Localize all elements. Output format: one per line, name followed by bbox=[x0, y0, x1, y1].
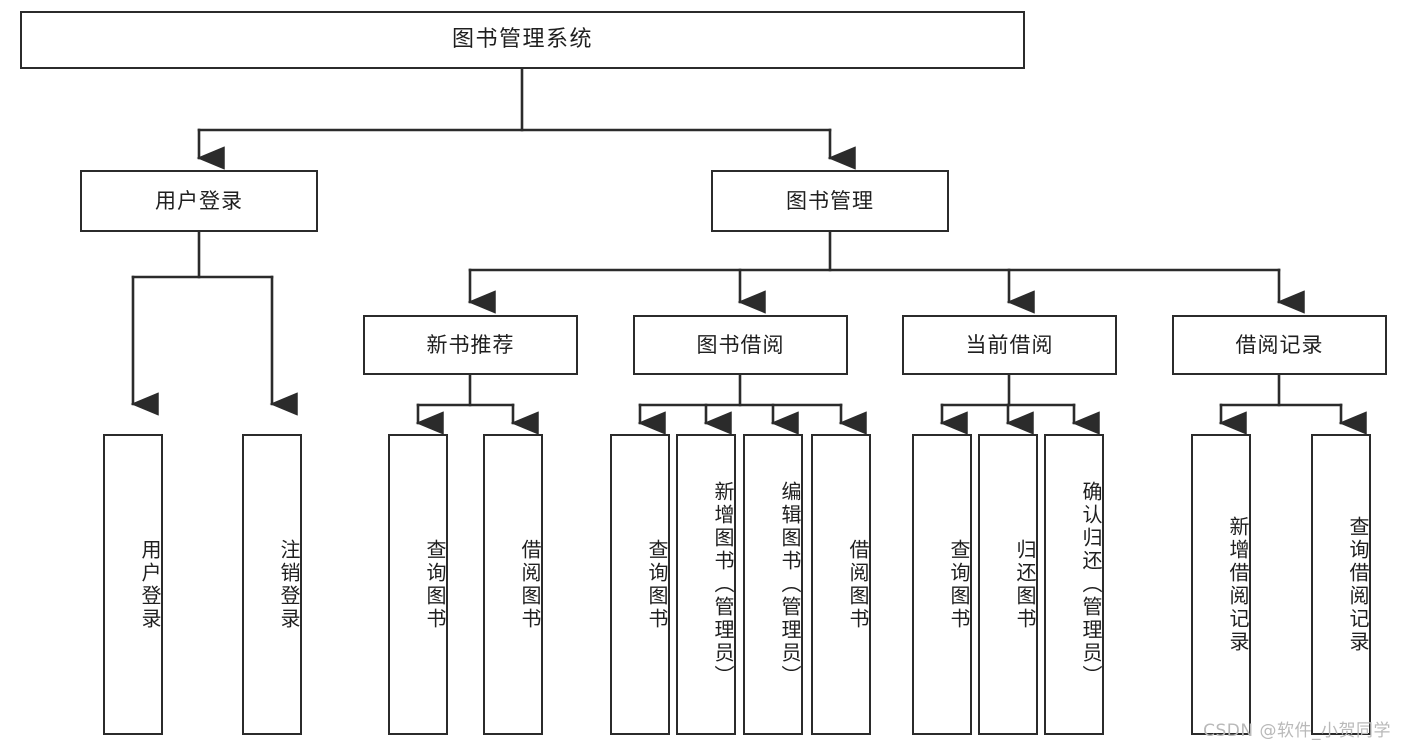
leaf-query-borrow-record[interactable]: 查询借阅记录 bbox=[1311, 434, 1371, 735]
leaf-borrow-book[interactable]: 借阅图书 bbox=[811, 434, 871, 735]
leaf-query-book-recommend[interactable]: 查询图书 bbox=[388, 434, 448, 735]
leaf-query-book-borrow[interactable]: 查询图书 bbox=[610, 434, 670, 735]
leaf-query-book-current[interactable]: 查询图书 bbox=[912, 434, 972, 735]
leaf-return-book[interactable]: 归还图书 bbox=[978, 434, 1038, 735]
leaf-user-login[interactable]: 用户登录 bbox=[103, 434, 163, 735]
node-user-login[interactable]: 用户登录 bbox=[80, 170, 318, 232]
node-new-book-recommend[interactable]: 新书推荐 bbox=[363, 315, 578, 375]
leaf-add-borrow-record[interactable]: 新增借阅记录 bbox=[1191, 434, 1251, 735]
leaf-add-book-admin[interactable]: 新增图书（管理员） bbox=[676, 434, 736, 735]
node-root-book-management-system[interactable]: 图书管理系统 bbox=[20, 11, 1025, 69]
leaf-borrow-book-recommend[interactable]: 借阅图书 bbox=[483, 434, 543, 735]
leaf-edit-book-admin[interactable]: 编辑图书（管理员） bbox=[743, 434, 803, 735]
node-book-borrow[interactable]: 图书借阅 bbox=[633, 315, 848, 375]
leaf-logout-login[interactable]: 注销登录 bbox=[242, 434, 302, 735]
node-borrow-record[interactable]: 借阅记录 bbox=[1172, 315, 1387, 375]
leaf-confirm-return-admin[interactable]: 确认归还（管理员） bbox=[1044, 434, 1104, 735]
node-book-management[interactable]: 图书管理 bbox=[711, 170, 949, 232]
node-current-borrow[interactable]: 当前借阅 bbox=[902, 315, 1117, 375]
